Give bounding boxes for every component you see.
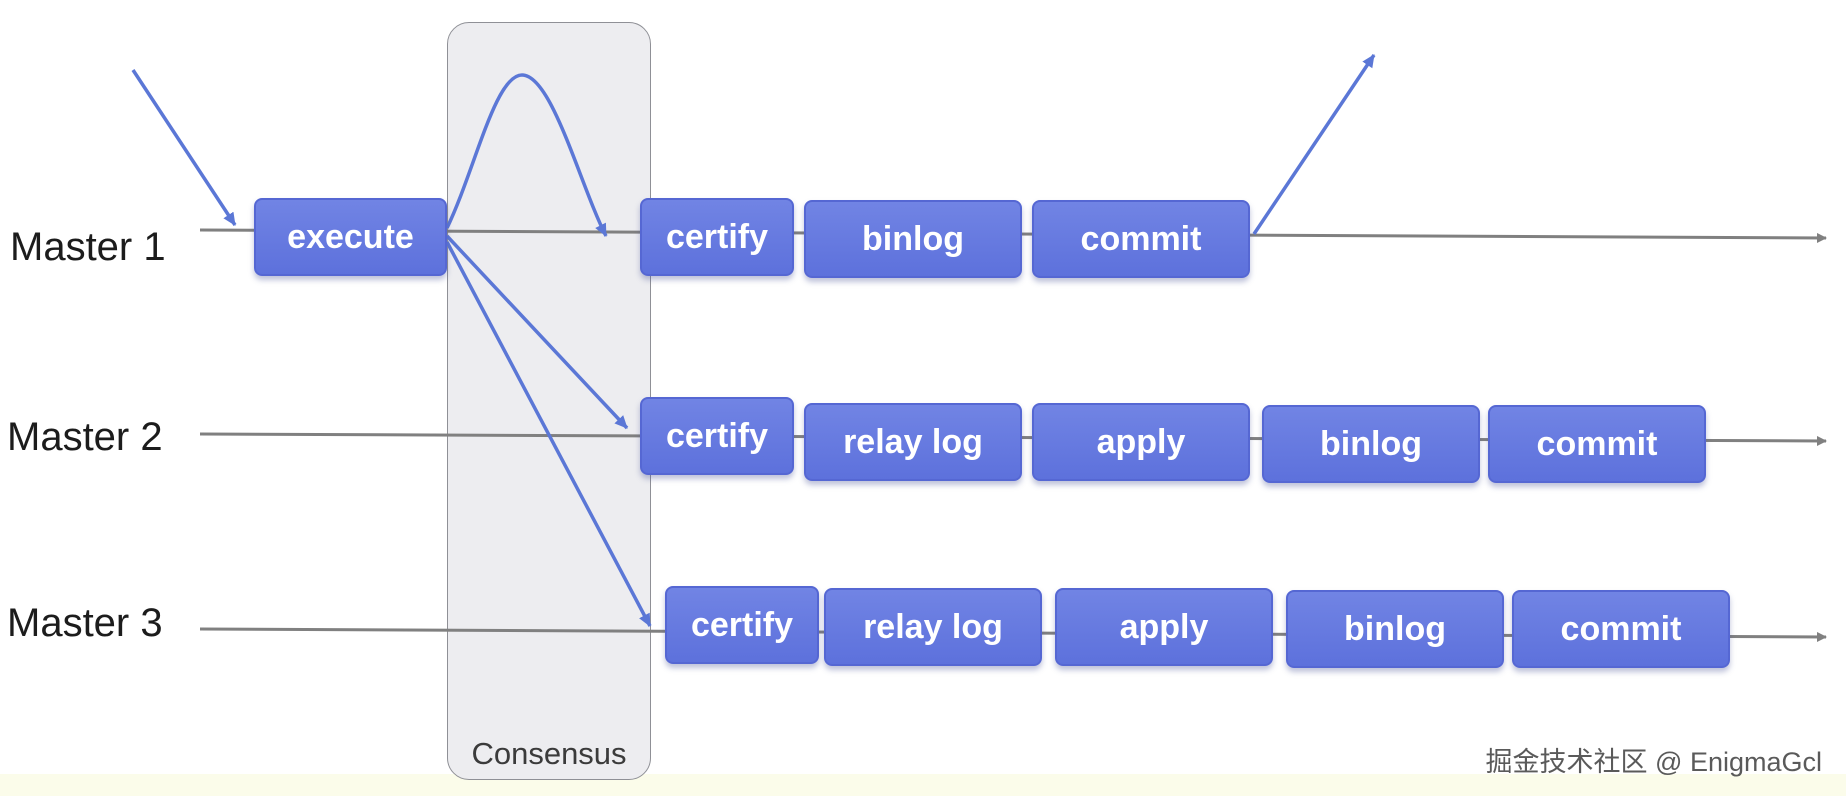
step-binlog: binlog [804, 200, 1022, 278]
step-relay-log: relay log [824, 588, 1042, 666]
fanout-arrow-master-3 [445, 241, 652, 627]
step-certify: certify [640, 198, 794, 276]
step-certify: certify [640, 397, 794, 475]
consensus-label: Consensus [471, 736, 627, 771]
row-label-master-2: Master 2 [7, 415, 163, 459]
step-relay-log: relay log [804, 403, 1022, 481]
step-binlog: binlog [1262, 405, 1480, 483]
row-label-master-1: Master 1 [10, 225, 166, 269]
step-apply: apply [1032, 403, 1250, 481]
step-execute: execute [254, 198, 447, 276]
row-label-master-3: Master 3 [7, 601, 163, 645]
step-certify: certify [665, 586, 819, 664]
step-commit: commit [1512, 590, 1730, 668]
step-apply: apply [1055, 588, 1273, 666]
consensus-loop-arrow [445, 73, 608, 237]
watermark: 掘金技术社区 @ EnigmaGcl [1485, 747, 1822, 777]
step-commit: commit [1032, 200, 1250, 278]
bottom-strip [0, 774, 1846, 796]
outgoing-arrow [1252, 54, 1376, 235]
fanout-arrow-master-2 [445, 234, 629, 430]
incoming-arrow [131, 69, 237, 226]
step-commit: commit [1488, 405, 1706, 483]
step-binlog: binlog [1286, 590, 1504, 668]
